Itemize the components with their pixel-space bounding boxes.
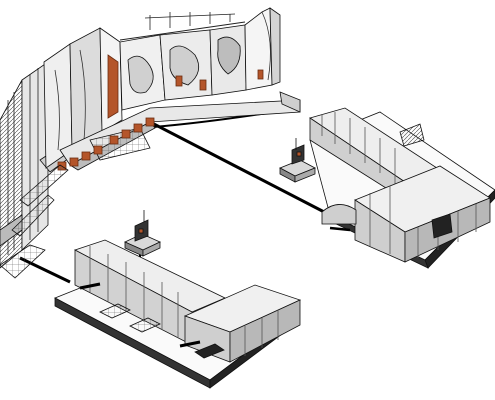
lower-tent-structure	[54, 239, 302, 389]
control-tower-upper	[279, 138, 316, 183]
control-tower-lower	[124, 210, 161, 257]
right-tent-structure	[309, 107, 495, 269]
main-stage-facade	[43, 7, 281, 169]
cable-stage-to-right-tent	[149, 120, 331, 217]
stage-deck	[11, 91, 301, 237]
